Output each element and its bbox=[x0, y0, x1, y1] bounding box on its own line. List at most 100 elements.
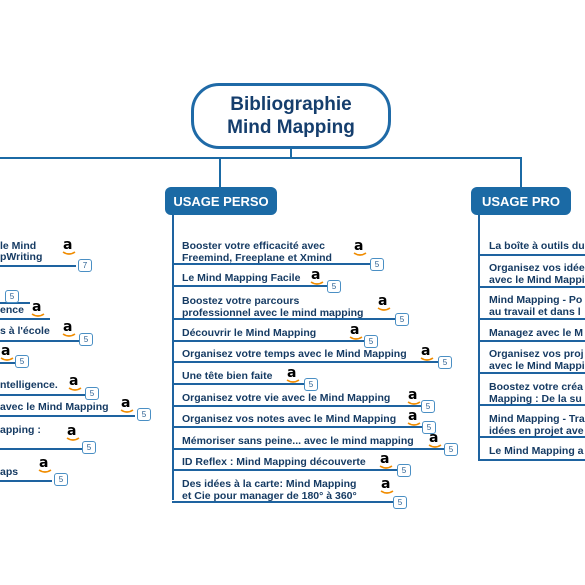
item-underline bbox=[478, 318, 585, 320]
amazon-icon[interactable]: a bbox=[120, 395, 134, 414]
amazon-smile-icon bbox=[120, 409, 134, 413]
amazon-icon[interactable]: a bbox=[377, 293, 391, 312]
book-title-line: Booster votre efficacité avec bbox=[182, 240, 325, 252]
amazon-smile-icon bbox=[407, 422, 421, 426]
book-title-line: Organisez vos idée bbox=[489, 262, 585, 274]
book-title-line: Le Mind Mapping a bbox=[489, 445, 584, 457]
book-title[interactable]: Managez avec le M bbox=[489, 327, 583, 339]
item-underline bbox=[172, 263, 371, 265]
book-title[interactable]: Découvrir le Mind Mapping bbox=[182, 327, 316, 339]
book-title-line: ID Reflex : Mind Mapping découverte bbox=[182, 456, 366, 468]
book-title[interactable]: Organisez votre vie avec le Mind Mapping bbox=[182, 392, 390, 404]
book-title[interactable]: le Mind bbox=[0, 240, 37, 252]
book-title[interactable]: Mémoriser sans peine... avec le mind map… bbox=[182, 435, 414, 447]
book-title[interactable]: ence bbox=[0, 304, 24, 316]
amazon-a-glyph: a bbox=[69, 373, 79, 389]
book-title[interactable]: La boîte à outils du bbox=[489, 240, 585, 252]
book-title[interactable]: apping : bbox=[0, 424, 41, 436]
book-title[interactable]: Une tête bien faite bbox=[182, 370, 272, 382]
item-underline bbox=[0, 362, 20, 364]
rating-badge: 5 bbox=[397, 464, 411, 477]
amazon-icon[interactable]: a bbox=[349, 322, 363, 341]
amazon-icon[interactable]: a bbox=[31, 299, 45, 318]
amazon-smile-icon bbox=[353, 252, 367, 256]
book-title-line: Mind Mapping - Tra bbox=[489, 413, 585, 425]
book-title[interactable]: Le Mind Mapping Facile bbox=[182, 272, 300, 284]
book-title-line: Le Mind Mapping Facile bbox=[182, 272, 301, 284]
amazon-icon[interactable]: a bbox=[38, 455, 52, 474]
amazon-smile-icon bbox=[286, 379, 300, 383]
item-underline bbox=[172, 426, 425, 428]
rating-badge: 5 bbox=[364, 335, 378, 348]
book-title[interactable]: s à l'école bbox=[0, 325, 50, 337]
book-title[interactable]: Le Mind Mapping a bbox=[489, 445, 584, 457]
amazon-smile-icon bbox=[310, 281, 324, 285]
amazon-icon[interactable]: a bbox=[407, 408, 421, 427]
amazon-icon[interactable]: a bbox=[68, 373, 82, 392]
branch-usage-perso[interactable]: USAGE PERSO bbox=[165, 187, 277, 215]
item-underline bbox=[0, 265, 76, 267]
rating-badge: 5 bbox=[444, 443, 458, 456]
book-title-line: Organisez vos proj bbox=[489, 348, 584, 360]
amazon-icon[interactable]: a bbox=[286, 365, 300, 384]
book-title[interactable]: pWriting bbox=[0, 251, 43, 263]
branch-usage-pro[interactable]: USAGE PRO bbox=[471, 187, 571, 215]
book-title-line: Organisez votre vie avec le Mind Mapping bbox=[182, 392, 391, 404]
item-underline bbox=[0, 340, 80, 342]
item-underline bbox=[0, 415, 135, 417]
item-underline bbox=[172, 383, 304, 385]
amazon-a-glyph: a bbox=[378, 293, 388, 309]
amazon-smile-icon bbox=[380, 490, 394, 494]
amazon-a-glyph: a bbox=[429, 430, 439, 446]
item-underline bbox=[478, 286, 585, 288]
amazon-a-glyph: a bbox=[311, 267, 321, 283]
book-title[interactable]: Organisez vos notes avec le Mind Mapping bbox=[182, 413, 396, 425]
amazon-icon[interactable]: a bbox=[353, 238, 367, 257]
book-title[interactable]: Organisez votre temps avec le Mind Mappi… bbox=[182, 348, 407, 360]
book-title-line: Des idées à la carte: Mind Mapping bbox=[182, 478, 357, 490]
amazon-smile-icon bbox=[38, 469, 52, 473]
item-underline bbox=[478, 340, 585, 342]
item-underline bbox=[172, 448, 446, 450]
item-underline bbox=[0, 448, 82, 450]
item-underline bbox=[0, 318, 50, 320]
item-underline bbox=[478, 254, 585, 256]
amazon-icon[interactable]: a bbox=[428, 430, 442, 449]
book-title-line: au travail et dans l bbox=[489, 306, 581, 318]
amazon-icon[interactable]: a bbox=[380, 476, 394, 495]
item-underline bbox=[0, 480, 52, 482]
amazon-smile-icon bbox=[407, 401, 421, 405]
rating-badge: 5 bbox=[395, 313, 409, 326]
amazon-a-glyph: a bbox=[121, 395, 131, 411]
pro-connector bbox=[520, 157, 522, 188]
book-title[interactable]: avec le Mind Mapping bbox=[0, 401, 109, 413]
book-title[interactable]: ID Reflex : Mind Mapping découverte bbox=[182, 456, 366, 468]
amazon-icon[interactable]: a bbox=[379, 451, 393, 470]
item-underline bbox=[478, 404, 585, 406]
amazon-icon[interactable]: a bbox=[62, 319, 76, 338]
item-underline bbox=[0, 394, 90, 396]
rating-badge: 5 bbox=[5, 290, 19, 303]
perso-connector bbox=[219, 157, 221, 188]
amazon-icon[interactable]: a bbox=[66, 423, 80, 442]
amazon-icon[interactable]: a bbox=[0, 343, 14, 362]
amazon-icon[interactable]: a bbox=[62, 237, 76, 256]
amazon-icon[interactable]: a bbox=[407, 387, 421, 406]
amazon-icon[interactable]: a bbox=[310, 267, 324, 286]
amazon-a-glyph: a bbox=[287, 365, 297, 381]
amazon-icon[interactable]: a bbox=[420, 343, 434, 362]
book-title[interactable]: aps bbox=[0, 466, 19, 478]
amazon-smile-icon bbox=[68, 387, 82, 391]
central-topic[interactable]: Bibliographie Mind Mapping bbox=[191, 83, 391, 149]
amazon-smile-icon bbox=[349, 336, 363, 340]
book-title[interactable]: ntelligence. bbox=[0, 379, 58, 391]
book-title-line: professionnel avec le mind mapping bbox=[182, 307, 364, 319]
